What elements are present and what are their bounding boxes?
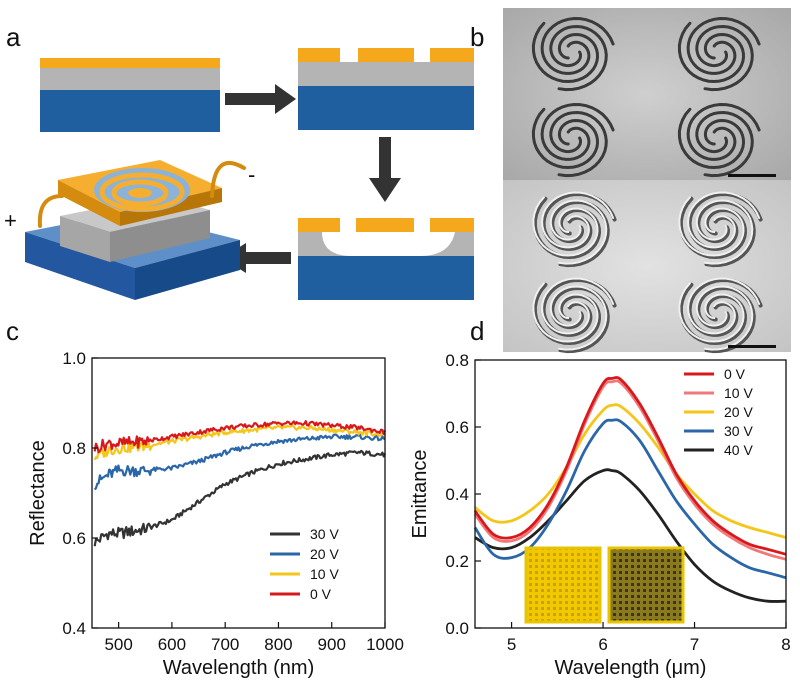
legend-label: 0 V: [310, 586, 332, 602]
spiral-arm: [696, 285, 756, 354]
legend-label: 10 V: [310, 566, 339, 582]
legend-label: 30 V: [724, 423, 753, 439]
x-tick-label: 5: [507, 635, 516, 654]
spiral-arm: [531, 21, 600, 84]
y-tick-label: 0.2: [445, 552, 469, 571]
y-tick-label: 0.6: [62, 529, 86, 548]
minus-sign: -: [248, 162, 255, 187]
fabrication-schematic: - +: [4, 48, 474, 300]
spiral-arm: [550, 285, 610, 354]
spiral-arm: [687, 191, 761, 249]
sem-spirals-top: [531, 16, 761, 178]
inset-image-dark: [607, 546, 685, 624]
emittance-chart: 0.0 0.2 0.4 0.6 0.8 5 6 7 8 Wavelength (…: [409, 351, 791, 679]
x-tick-label: 700: [211, 635, 239, 654]
stack-step-3: [298, 218, 474, 300]
spiral-arm: [677, 107, 746, 170]
spiral-arm: [695, 199, 754, 265]
spiral-arm: [541, 191, 615, 249]
spiral-arm: [549, 110, 608, 178]
spiral-arm: [541, 277, 615, 335]
y-tick-label: 0.8: [62, 439, 86, 458]
arrow-down-icon: [369, 137, 401, 202]
x-tick-label: 500: [104, 635, 132, 654]
y-tick-label: 0.8: [445, 351, 469, 370]
spiral-arm: [695, 24, 754, 92]
spiral-arm: [549, 285, 608, 351]
x-tick-label: 7: [690, 635, 699, 654]
panel-label-c: c: [6, 316, 19, 346]
sem-image-bottom: [503, 180, 791, 352]
device-3d: - +: [4, 160, 255, 300]
spiral-arm: [678, 196, 745, 257]
legend-label: 30 V: [310, 526, 339, 542]
reflectance-chart: 0.4 0.6 0.8 1.0 500 600 700 800 900 1000…: [27, 349, 404, 679]
legend-label: 20 V: [724, 404, 753, 420]
scale-bar-top: [728, 174, 776, 177]
scale-bar-bottom: [728, 345, 776, 348]
stack-step-2: [298, 48, 474, 130]
y-axis-label: Emittance: [409, 450, 431, 539]
arrow-right-icon: [225, 84, 296, 114]
spiral-arm: [686, 102, 761, 161]
stack-step-1: [40, 58, 220, 132]
spiral-arm: [540, 102, 615, 161]
spiral-arm: [532, 282, 599, 343]
series-line: [93, 420, 387, 454]
spiral-arm: [687, 277, 761, 335]
spiral-arm: [696, 199, 756, 268]
x-tick-label: 800: [264, 635, 292, 654]
legend-label: 0 V: [724, 366, 746, 382]
legend-label: 20 V: [310, 546, 339, 562]
x-axis-label: Wavelength (nm): [163, 657, 315, 679]
sem-spirals-bottom: [532, 191, 763, 354]
series-line: [473, 379, 787, 561]
panel-label-a: a: [6, 22, 21, 52]
panel-label-b: b: [470, 22, 484, 52]
series-line: [474, 403, 787, 539]
plot-frame: [91, 357, 386, 629]
x-tick-label: 6: [598, 635, 607, 654]
y-tick-label: 0.6: [445, 418, 469, 437]
x-tick-label: 900: [318, 635, 346, 654]
series-line: [473, 376, 787, 556]
spiral-arm: [677, 21, 746, 84]
spiral-arm: [532, 196, 599, 257]
y-axis-label: Reflectance: [27, 440, 49, 546]
y-tick-label: 0.4: [445, 485, 469, 504]
spiral-arm: [549, 199, 608, 265]
inset-image-yellow: [524, 546, 602, 624]
x-axis-label: Wavelength (μm): [555, 657, 707, 679]
x-tick-label: 1000: [366, 635, 404, 654]
sem-images: [503, 8, 791, 354]
spiral-arm: [540, 16, 615, 75]
y-tick-label: 0.4: [62, 619, 86, 638]
legend-label: 10 V: [724, 385, 753, 401]
series-line: [474, 468, 787, 603]
x-tick-label: 8: [781, 635, 790, 654]
spiral-arm: [686, 16, 761, 75]
legend-label: 40 V: [724, 442, 753, 458]
spiral-arm: [695, 110, 754, 178]
spiral-arm: [549, 24, 608, 92]
spiral-arm: [678, 282, 745, 343]
y-tick-label: 1.0: [62, 349, 86, 368]
x-tick-label: 600: [158, 635, 186, 654]
series-line: [93, 449, 387, 547]
panel-label-d: d: [470, 316, 484, 346]
series-line: [93, 424, 387, 461]
y-tick-label: 0.0: [445, 619, 469, 638]
spiral-arm: [550, 199, 610, 268]
spiral-arm: [531, 107, 600, 170]
series-line: [93, 433, 386, 491]
spiral-arm: [695, 285, 754, 351]
plus-sign: +: [4, 208, 17, 233]
